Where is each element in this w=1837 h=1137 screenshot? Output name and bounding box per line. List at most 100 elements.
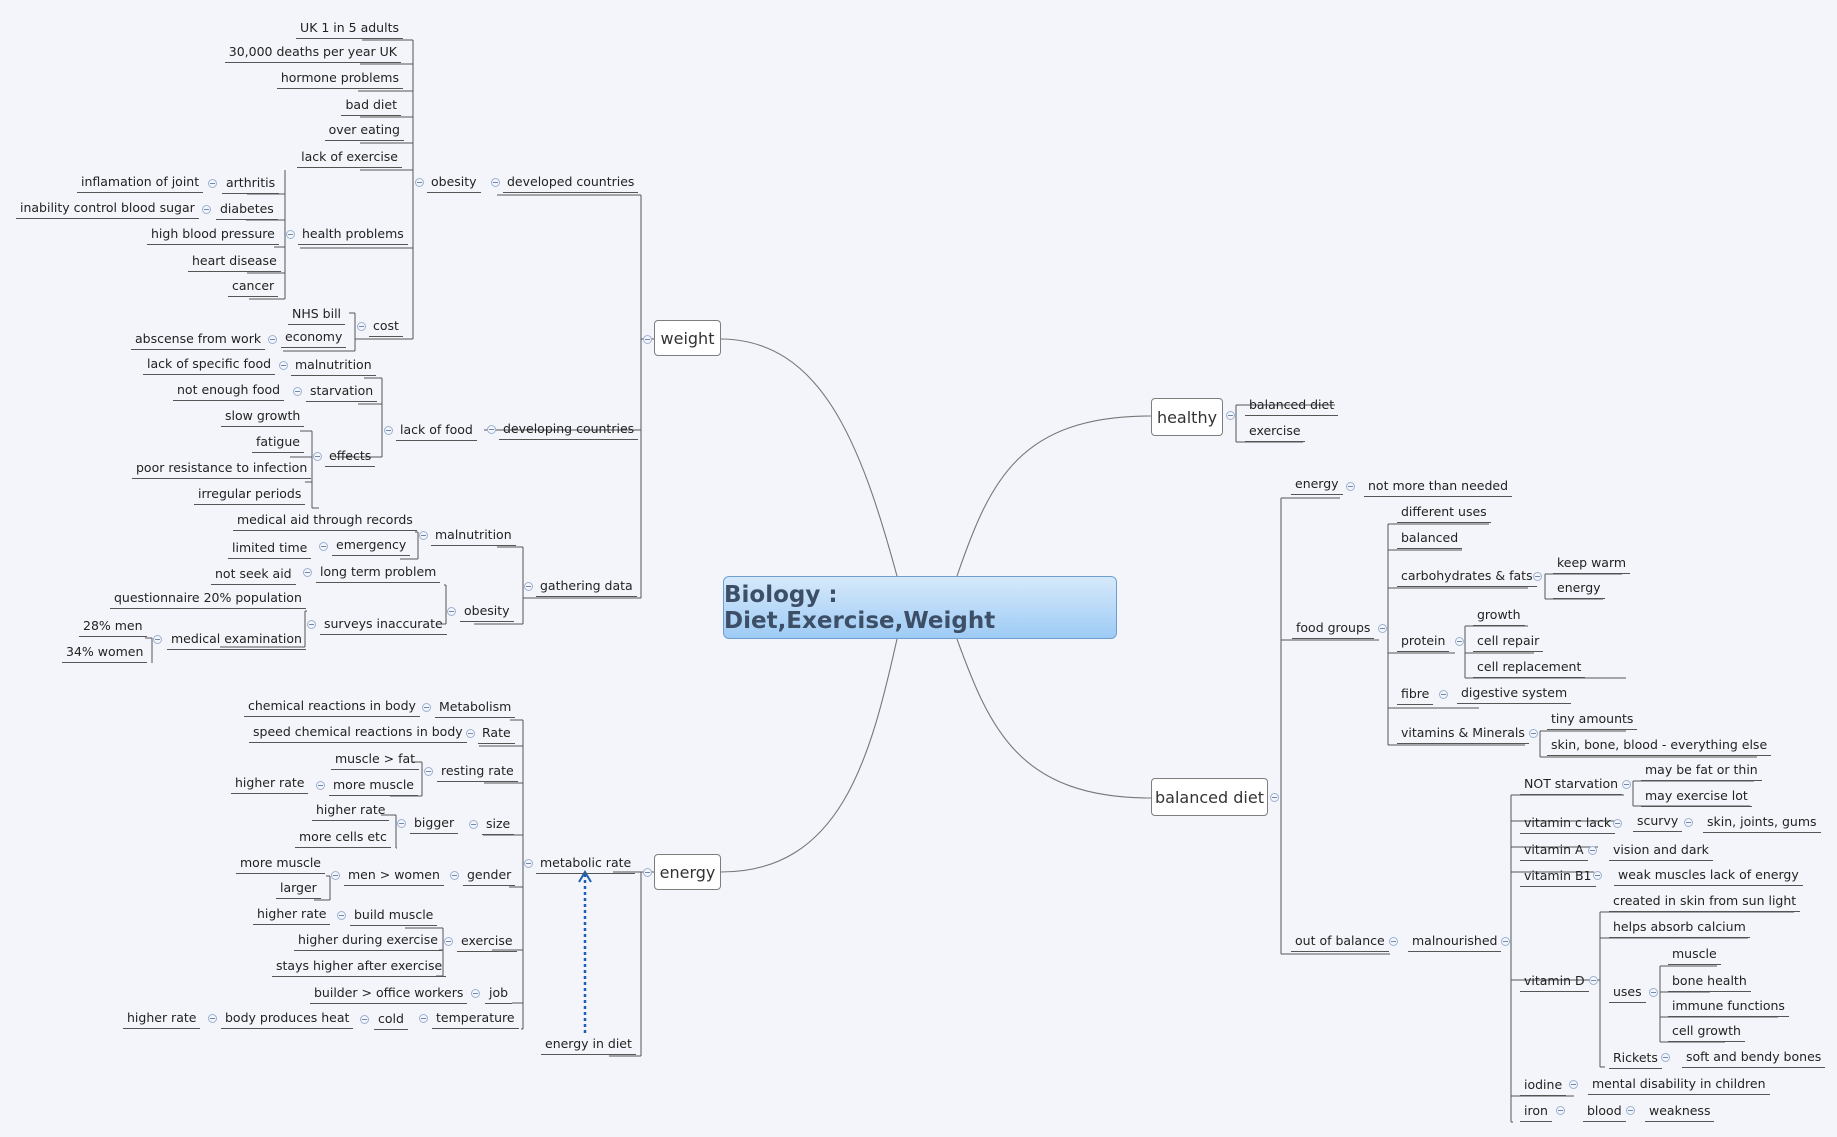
collapse-toggle-icon[interactable] xyxy=(419,531,428,540)
node-malnourished[interactable]: malnourished xyxy=(1412,933,1498,948)
collapse-toggle-icon[interactable] xyxy=(397,819,406,828)
collapse-toggle-icon[interactable] xyxy=(316,781,325,790)
node-fibre[interactable]: fibre xyxy=(1401,686,1430,701)
central-topic[interactable]: Biology : Diet,Exercise,Weight xyxy=(723,576,1117,639)
collapse-toggle-icon[interactable] xyxy=(1270,793,1279,802)
node-mental-disability[interactable]: mental disability in children xyxy=(1592,1076,1766,1091)
node-iodine[interactable]: iodine xyxy=(1524,1077,1563,1092)
node-growth[interactable]: growth xyxy=(1477,607,1521,622)
node-health-problems[interactable]: health problems xyxy=(302,226,404,241)
node-gathering-data[interactable]: gathering data xyxy=(540,578,633,593)
node-bad-diet[interactable]: bad diet xyxy=(345,97,397,112)
node-cell-growth[interactable]: cell growth xyxy=(1672,1023,1741,1038)
collapse-toggle-icon[interactable] xyxy=(1346,482,1355,491)
collapse-toggle-icon[interactable] xyxy=(153,635,162,644)
node-not-seek-aid[interactable]: not seek aid xyxy=(215,566,292,581)
collapse-toggle-icon[interactable] xyxy=(357,322,366,331)
collapse-toggle-icon[interactable] xyxy=(1501,937,1510,946)
node-different-uses[interactable]: different uses xyxy=(1401,504,1487,519)
node-surveys-inaccurate[interactable]: surveys inaccurate xyxy=(324,616,443,631)
collapse-toggle-icon[interactable] xyxy=(524,859,533,868)
node-arthritis[interactable]: arthritis xyxy=(226,175,276,190)
collapse-toggle-icon[interactable] xyxy=(415,178,424,187)
collapse-toggle-icon[interactable] xyxy=(487,425,496,434)
node-metabolic-rate[interactable]: metabolic rate xyxy=(540,855,632,870)
collapse-toggle-icon[interactable] xyxy=(422,703,431,712)
node-iron[interactable]: iron xyxy=(1524,1103,1548,1118)
node-temperature[interactable]: temperature xyxy=(436,1010,515,1025)
node-diabetes[interactable]: diabetes xyxy=(220,201,274,216)
node-irregular-periods[interactable]: irregular periods xyxy=(198,486,302,501)
node-not-starvation[interactable]: NOT starvation xyxy=(1524,776,1619,791)
node-cell-replacement[interactable]: cell replacement xyxy=(1477,659,1582,674)
node-higher-rate-resting[interactable]: higher rate xyxy=(235,775,305,790)
node-bigger[interactable]: bigger xyxy=(414,815,455,830)
node-blood[interactable]: blood xyxy=(1587,1103,1622,1118)
collapse-toggle-icon[interactable] xyxy=(1556,1106,1565,1115)
collapse-toggle-icon[interactable] xyxy=(1588,846,1597,855)
collapse-toggle-icon[interactable] xyxy=(469,820,478,829)
node-obesity-gathering[interactable]: obesity xyxy=(464,603,510,618)
node-vitamins-minerals[interactable]: vitamins & Minerals xyxy=(1401,725,1525,740)
collapse-toggle-icon[interactable] xyxy=(419,1014,428,1023)
collapse-toggle-icon[interactable] xyxy=(1389,937,1398,946)
collapse-toggle-icon[interactable] xyxy=(447,607,456,616)
collapse-toggle-icon[interactable] xyxy=(1378,624,1387,633)
node-rickets[interactable]: Rickets xyxy=(1613,1050,1658,1065)
node-high-blood-pressure[interactable]: high blood pressure xyxy=(151,226,275,241)
node-more-muscle[interactable]: more muscle xyxy=(333,777,414,792)
node-starvation[interactable]: starvation xyxy=(310,383,374,398)
collapse-toggle-icon[interactable] xyxy=(279,361,288,370)
node-speed-chemical-reactions[interactable]: speed chemical reactions in body xyxy=(253,724,463,739)
node-uk-adults[interactable]: UK 1 in 5 adults xyxy=(300,20,399,35)
node-more-muscle-gender[interactable]: more muscle xyxy=(240,855,321,870)
node-healthy-balanced-diet[interactable]: balanced diet xyxy=(1249,397,1335,412)
topic-healthy[interactable]: healthy xyxy=(1151,398,1223,436)
node-not-more-than-needed[interactable]: not more than needed xyxy=(1368,478,1509,493)
node-job[interactable]: job xyxy=(489,985,509,1000)
node-protein[interactable]: protein xyxy=(1401,633,1446,648)
node-created-in-skin[interactable]: created in skin from sun light xyxy=(1613,893,1797,908)
node-abscense-from-work[interactable]: abscense from work xyxy=(135,331,262,346)
collapse-toggle-icon[interactable] xyxy=(331,871,340,880)
collapse-toggle-icon[interactable] xyxy=(643,335,652,344)
node-larger[interactable]: larger xyxy=(280,880,317,895)
node-size[interactable]: size xyxy=(486,816,511,831)
node-economy[interactable]: economy xyxy=(285,329,343,344)
collapse-toggle-icon[interactable] xyxy=(313,452,322,461)
node-nhs-bill[interactable]: NHS bill xyxy=(292,306,342,321)
collapse-toggle-icon[interactable] xyxy=(1622,780,1631,789)
node-fatigue[interactable]: fatigue xyxy=(256,434,300,449)
collapse-toggle-icon[interactable] xyxy=(450,871,459,880)
collapse-toggle-icon[interactable] xyxy=(1684,818,1693,827)
node-inability-control-blood-sugar[interactable]: inability control blood sugar xyxy=(20,200,195,215)
node-resting-rate[interactable]: resting rate xyxy=(441,763,514,778)
node-helps-absorb-calcium[interactable]: helps absorb calcium xyxy=(1613,919,1746,934)
node-effects[interactable]: effects xyxy=(329,448,372,463)
node-skin-bone-blood[interactable]: skin, bone, blood - everything else xyxy=(1551,737,1768,752)
node-stays-higher-after-exercise[interactable]: stays higher after exercise xyxy=(276,958,443,973)
node-questionnaire[interactable]: questionnaire 20% population xyxy=(114,590,302,605)
collapse-toggle-icon[interactable] xyxy=(1455,637,1464,646)
node-long-term-problem[interactable]: long term problem xyxy=(320,564,437,579)
collapse-toggle-icon[interactable] xyxy=(524,582,533,591)
collapse-toggle-icon[interactable] xyxy=(1626,1106,1635,1115)
collapse-toggle-icon[interactable] xyxy=(319,542,328,551)
node-keep-warm[interactable]: keep warm xyxy=(1557,555,1627,570)
topic-weight[interactable]: weight xyxy=(654,320,721,356)
node-rate[interactable]: Rate xyxy=(482,725,511,740)
node-medical-examination[interactable]: medical examination xyxy=(171,631,302,646)
collapse-toggle-icon[interactable] xyxy=(471,989,480,998)
node-emergency[interactable]: emergency xyxy=(336,537,407,552)
topic-energy[interactable]: energy xyxy=(654,854,721,890)
collapse-toggle-icon[interactable] xyxy=(1661,1053,1670,1062)
collapse-toggle-icon[interactable] xyxy=(307,620,316,629)
node-build-muscle[interactable]: build muscle xyxy=(354,907,434,922)
node-over-eating[interactable]: over eating xyxy=(328,122,400,137)
node-balanced[interactable]: balanced xyxy=(1401,530,1459,545)
node-out-of-balance[interactable]: out of balance xyxy=(1295,933,1385,948)
node-weakness[interactable]: weakness xyxy=(1649,1103,1711,1118)
node-muscle-fat[interactable]: muscle > fat xyxy=(335,751,416,766)
node-exercise[interactable]: exercise xyxy=(461,933,513,948)
topic-balanced-diet[interactable]: balanced diet xyxy=(1151,778,1268,816)
